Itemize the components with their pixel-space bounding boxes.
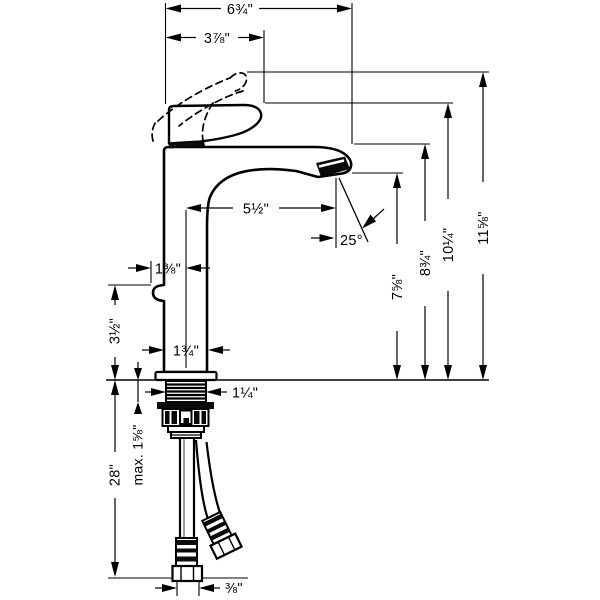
dim-spray-angle: 25° [311, 177, 385, 249]
dim-label-spray-angle: 25° [340, 233, 363, 249]
crimp-band [203, 513, 224, 527]
dim-hose-length: 28" [108, 380, 124, 577]
hose-left-edge [194, 439, 210, 520]
dim-label-spout-reach: 5½" [243, 202, 269, 218]
dim-spout-reach: 5½" [185, 178, 337, 368]
crimp-band [209, 527, 230, 541]
handle-raised-position-dashed [151, 72, 248, 142]
dim-label-body-width: 1¾" [173, 344, 199, 360]
handle-base-shadow [169, 141, 205, 149]
dashed-lever-tip [229, 72, 248, 92]
hex-facet-line [217, 541, 226, 556]
dashed-lever-front-edge [178, 90, 244, 127]
supply-hose-straight [171, 438, 204, 583]
dim-max-mounting-thickness: max. 1⅝" [130, 362, 146, 486]
crimp-band [176, 556, 197, 562]
hose-hex-nut [209, 532, 244, 561]
dim-overall-height: 11⅝" [247, 71, 492, 380]
dim-label-hose-connection: ⅜" [225, 581, 243, 597]
shank-threads [166, 383, 206, 400]
dim-handle-reach: 3⅞" [165, 30, 265, 103]
crimp-band [206, 521, 227, 534]
dim-label-overall-depth: 6¾" [227, 2, 253, 18]
dim-label-max-mounting-thickness: max. 1⅝" [130, 424, 146, 485]
aerator-highlight [318, 159, 345, 168]
dim-outlet-height: 7⅝" [352, 172, 406, 380]
hose-right-edge [205, 441, 222, 514]
dim-label-body-step-height: 3½" [108, 318, 124, 344]
dim-label-handle-height: 10¼" [441, 228, 457, 263]
mounting-hardware [154, 370, 218, 439]
faucet-body [151, 72, 353, 374]
supply-hose-angled [194, 439, 244, 561]
dim-label-shank-width: 1¼" [232, 386, 258, 402]
hose-hex-nut [171, 564, 204, 583]
hex-facet-line [227, 536, 236, 551]
crimp-band [176, 540, 197, 545]
dim-body-step-height: 3½" [108, 284, 151, 380]
faucet-body-outline [151, 145, 353, 374]
nut-center-bolt [183, 418, 189, 424]
supply-hoses [171, 438, 244, 583]
dim-label-handle-reach: 3⅞" [204, 31, 230, 47]
handle-lever [167, 103, 263, 145]
dim-label-overall-height: 11⅝" [476, 211, 492, 245]
crimp-band [176, 548, 197, 553]
dashed-pivot-arc-left [151, 119, 158, 142]
dim-overall-depth: 6¾" [164, 2, 353, 144]
washer-flange [157, 402, 214, 409]
dim-handle-height: 10¼" [265, 102, 457, 380]
dim-label-spout-top-height: 8¾" [418, 250, 434, 276]
dashed-pivot-arc-right [201, 102, 214, 142]
dim-label-front-to-center: 1⅜" [155, 262, 181, 278]
dim-spout-top-height: 8¾" [354, 143, 434, 380]
dim-front-to-center: 1⅜" [128, 261, 210, 283]
dim-body-width: 1¾" [142, 344, 230, 360]
dashed-lever-back-edge [157, 77, 231, 122]
angled-fitting [200, 510, 244, 561]
dim-label-outlet-height: 7⅝" [390, 274, 406, 300]
dim-label-hose-length: 28" [108, 464, 124, 486]
dim-hose-connection: ⅜" [155, 581, 243, 597]
dim-shank-width: 1¼" [145, 386, 258, 402]
escutcheon [154, 370, 218, 382]
